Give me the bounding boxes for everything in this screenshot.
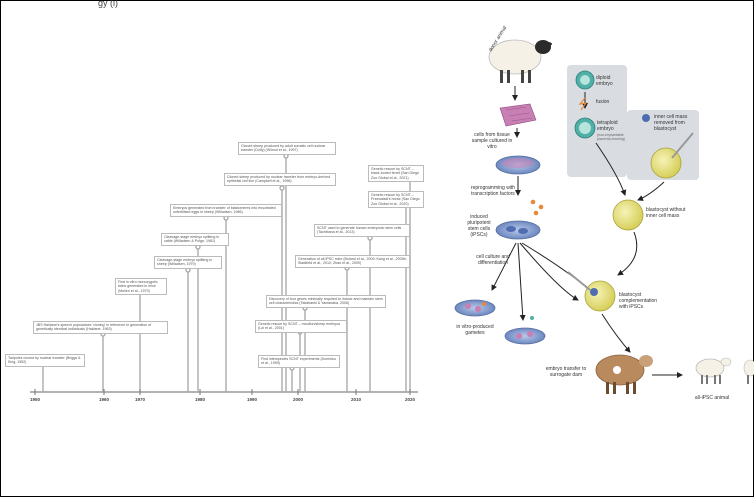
ipsc-dish-icon: [495, 220, 541, 240]
event-2009: Generation of all-iPSC mice (Boland et a…: [295, 255, 410, 268]
donor-sheep-icon: [488, 39, 552, 83]
timeline-node: [195, 244, 201, 250]
all-ipsc-lamb-icon: [695, 357, 732, 384]
gametes-label: in vitro-produced gametes: [456, 324, 494, 336]
tetraploid-embryo-label: tetraploid embryo: [597, 120, 618, 132]
ipscs-label: induced pluripotent stem cells (iPSCs): [467, 214, 491, 238]
all-ipsc-animal-label: all-iPSC animal: [694, 395, 730, 401]
event-1952: Tadpoles cloned by nuclear transfer (Bri…: [5, 354, 85, 367]
inner-cell-mass-label: inner cell mass removed from blastocyst: [654, 114, 688, 132]
inner-cell-mass-icon: [642, 114, 650, 122]
year-label-1980: 1980: [194, 397, 206, 402]
blastocyst-empty-icon: [612, 199, 644, 231]
event-1963: JBS Haldane's speech popularises 'clonin…: [33, 321, 168, 334]
culture-dish-icon: [495, 155, 541, 175]
surrogate-sheep-icon: [595, 354, 653, 394]
event-1979: Cleavage-stage embryo splitting in sheep…: [154, 256, 222, 269]
event-1997: Cloned sheep produced by adult somatic c…: [238, 142, 336, 155]
tetraploid-panel: [567, 65, 627, 177]
blastocyst-removal-icon: [650, 132, 694, 179]
tissue-sample-icon: [499, 103, 537, 127]
year-label-1950: 1950: [29, 397, 41, 402]
gamete-dish-icon: [454, 299, 496, 317]
year-label-1990: 1990: [246, 397, 258, 402]
partial-sheep-icon: [743, 359, 754, 384]
timeline-node: [283, 153, 289, 159]
timeline-node: [279, 185, 285, 191]
blastocyst-complementation-label: blastocyst complementation with iPSCs: [619, 292, 658, 310]
event-2021: Genetic rescue by SCNT – black-footed fe…: [368, 165, 424, 182]
reprogramming-label: reprogramming with transcription factors: [470, 185, 516, 197]
year-label-2000: 2000: [292, 397, 304, 402]
year-label-1960: 1960: [98, 397, 110, 402]
fusion-label: fusion: [596, 99, 610, 105]
diagram-art: [454, 39, 754, 394]
timeline-node: [223, 215, 229, 221]
event-2006: Discovery of four genes minimally requir…: [266, 295, 386, 308]
blastocyst-without-label: blastocyst without inner cell mass: [646, 207, 686, 219]
timeline-node: [367, 235, 373, 241]
blastocyst-complementation-icon: [567, 271, 616, 312]
cells-from-tissue-label: cells from tissue sample cultured in vit…: [471, 132, 513, 150]
tetraploid-embryo-icon: [574, 117, 596, 139]
gamete-dish-icon-2: [504, 316, 546, 345]
cell-culture-label: cell culture and differentiation: [476, 254, 510, 266]
diploid-embryo-icon: [575, 70, 595, 90]
year-label-2010: 2010: [350, 397, 362, 402]
event-1970: First in vitro monozygotic twins generat…: [115, 278, 167, 295]
event-1981: Cleavage-stage embryo splitting in cattl…: [161, 233, 229, 246]
timeline-node: [185, 267, 191, 273]
year-label-1970: 1970: [134, 397, 146, 402]
diploid-embryo-label: diploid embryo: [596, 75, 613, 87]
cloning-timeline: Tadpoles cloned by nuclear transfer (Bri…: [0, 0, 430, 420]
ipsc-diagram: donor animal cells from tissue sample cu…: [420, 0, 754, 420]
event-1986: Embryos generated from transfer of blast…: [170, 204, 282, 217]
header-text: gy (i): [98, 0, 118, 8]
event-2013: SCNT used to generate human embryonic st…: [314, 224, 410, 237]
event-2020: Genetic rescue by SCNT – Przewalski's ho…: [368, 191, 424, 208]
event-1996: Cloned sheep produced by nuclear transfe…: [224, 173, 336, 186]
embryo-transfer-label: embryo transfer to surrogate dam: [545, 366, 587, 378]
year-label-2020: 2020: [404, 397, 416, 402]
event-1999: First interspecies SCNT experiments (Dom…: [258, 355, 340, 368]
event-2001: Genetic rescue by SCNT – mouflon/sheep e…: [255, 320, 347, 333]
tetraploid-sub-label: (non-implantable placenta-forming): [597, 133, 625, 142]
fusion-icon: [578, 97, 588, 111]
